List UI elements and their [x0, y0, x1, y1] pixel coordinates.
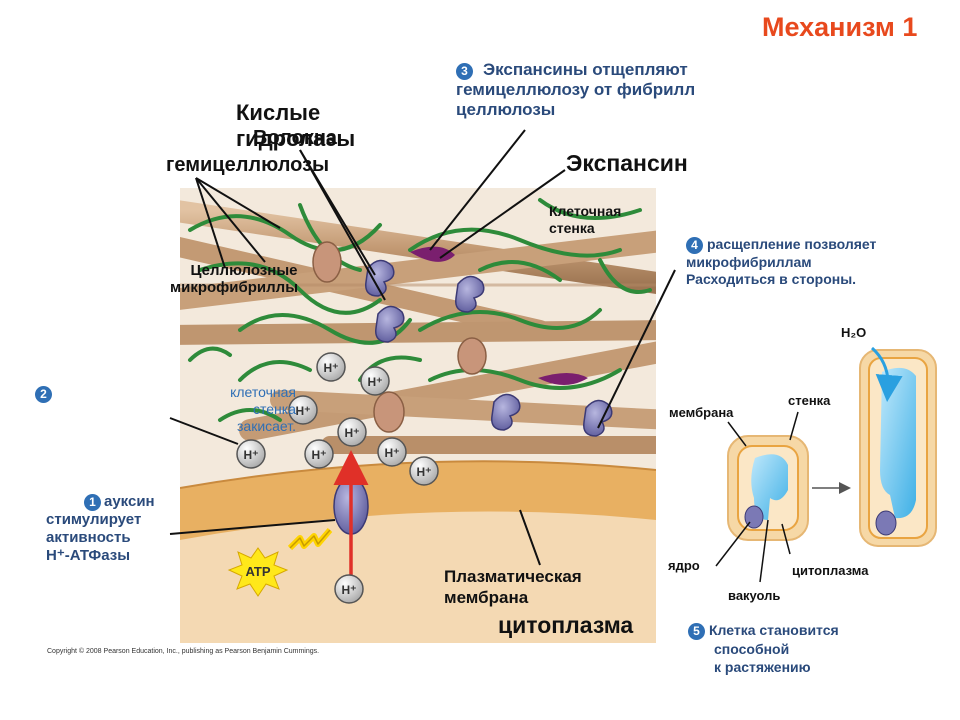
step2-line3: закисает.: [236, 418, 296, 434]
hydrogen-ion-label: H⁺: [368, 375, 383, 389]
cell-cytoplasm-label: цитоплазма: [792, 563, 869, 578]
membrane-line2: мембрана: [444, 588, 529, 607]
step3-line1: Экспансины отщепляют: [483, 60, 688, 79]
step1-line4: Н⁺-АТФазы: [46, 547, 131, 564]
acid-line1: Кислые: [236, 100, 321, 125]
hydrogen-ion-label: H⁺: [345, 426, 360, 440]
step2-caption: клеточная стенка закисает.: [196, 384, 296, 435]
expansin-shape: [410, 246, 455, 262]
page-title: Механизм 1: [762, 12, 918, 42]
step4-line2: микрофибриллам: [686, 254, 812, 270]
cellulose-line1: Целлюлозные: [190, 262, 298, 279]
acid-hydrolases-label: Кислые гидролазы: [236, 100, 355, 152]
hydrogen-ion-label: H⁺: [324, 361, 339, 375]
large-cell: [859, 349, 937, 547]
leader-lines: [169, 129, 676, 566]
large-vacuole: [880, 367, 916, 519]
plasma-membrane-band: [180, 461, 656, 540]
step1-line3: активность: [46, 529, 131, 546]
nucleus-label: ядро: [668, 558, 700, 573]
hydrogen-ion-label: H⁺: [296, 404, 311, 418]
cell-membrane-label: мембрана: [669, 405, 734, 420]
expansin-shape: [538, 373, 588, 385]
step2-line2: стенка: [253, 401, 296, 417]
expansin-label: Экспансин: [566, 150, 688, 176]
fibers-overlap-label: Волокна: [253, 127, 338, 149]
step5-line3: к растяжению: [714, 659, 811, 675]
water-label: H₂O: [841, 325, 867, 340]
step2-badge: 2: [35, 386, 52, 403]
cytoplasm-big-label: цитоплазма: [498, 612, 634, 638]
step3-line2: гемицеллюлозу от фибрилл: [456, 80, 696, 99]
hydrogen-ions: H⁺ H⁺ H⁺ H⁺ H⁺ H⁺ H⁺ H⁺ H⁺: [236, 352, 439, 604]
vacuole-label: вакуоль: [728, 588, 781, 603]
cellulose-microfibrils: [180, 200, 656, 454]
hydrogen-ion-label: H⁺: [312, 448, 327, 462]
hydrogen-ion: [236, 439, 266, 469]
large-nucleus: [875, 510, 897, 536]
hydrogen-ion: [360, 366, 390, 396]
cell-wall-label: стенка: [788, 393, 831, 408]
hydrogen-ion-label: H⁺: [342, 583, 357, 597]
step1-line2: стимулирует: [46, 511, 142, 528]
step3-badge: 3: [456, 63, 473, 80]
membrane-line1: Плазматическая: [444, 567, 582, 586]
hydrogen-ion-label: H⁺: [385, 446, 400, 460]
step3-caption: 3 Экспансины отщепляют гемицеллюлозу от ф…: [456, 60, 695, 120]
step5-line1: Клетка становится: [709, 622, 839, 638]
hydrogen-ion: [409, 456, 439, 486]
hydrogen-ion: [288, 395, 318, 425]
step3-line3: целлюлозы: [456, 100, 556, 119]
atp-burst: [227, 547, 289, 597]
hydrogen-ion-label: H⁺: [417, 465, 432, 479]
hydrogen-ion: [334, 574, 364, 604]
membrane-label: Плазматическая мембрана: [444, 566, 582, 608]
hydrogen-ion: [337, 417, 367, 447]
fibril-cross-sections: [312, 241, 487, 433]
hydrogen-ion: [377, 437, 407, 467]
wall-panel: ATP: [180, 188, 656, 643]
cell-expansion-diagram: [715, 346, 937, 583]
step2-badge-wrap: 2: [35, 385, 52, 403]
wall-label: Клеточная стенка: [549, 203, 621, 237]
cellulose-line2: микрофибриллы: [170, 279, 299, 296]
cellulose-label: Целлюлозные микрофибриллы: [170, 262, 298, 296]
step4-line1: расщепление позволяет: [707, 236, 877, 252]
wall-line2: стенка: [549, 220, 595, 236]
small-cell: [727, 435, 809, 541]
hydrogen-ion: [304, 439, 334, 469]
step4-line3: Расходиться в стороны.: [686, 271, 857, 287]
hemicellulose-label: гемицеллюлозы: [166, 154, 330, 176]
step5-badge: 5: [688, 623, 705, 640]
cell-leader-lines: [715, 411, 799, 583]
small-vacuole: [751, 454, 788, 520]
step1-line1: ауксин: [104, 493, 155, 510]
acid-line2: гидролазы: [236, 126, 356, 151]
water-arrow: [870, 346, 903, 402]
step1-badge: 1: [84, 494, 101, 511]
step4-badge: 4: [686, 237, 703, 254]
copyright-text: Copyright © 2008 Pearson Education, Inc.…: [47, 648, 320, 655]
hydrogen-ion: [316, 352, 346, 382]
step2-line1: клеточная: [230, 384, 296, 400]
step5-line2: способной: [714, 641, 790, 657]
atp-label: ATP: [245, 564, 270, 579]
wall-line1: Клеточная: [549, 203, 622, 219]
hydrogen-ion-label: H⁺: [244, 448, 259, 462]
